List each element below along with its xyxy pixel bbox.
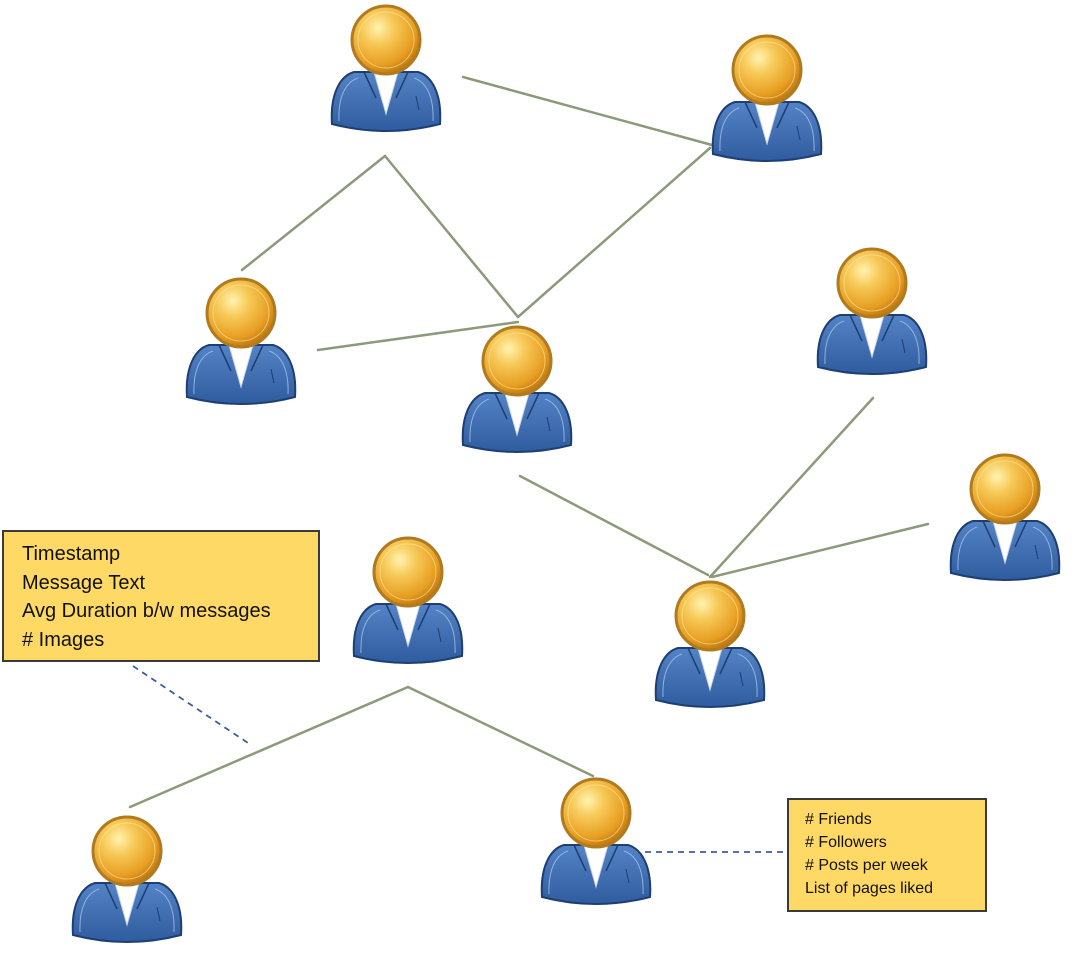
node-attribute-friends: # Friends — [805, 811, 872, 828]
edge-a-c — [240, 154, 387, 272]
edge-g-i — [128, 685, 410, 809]
person-icon — [949, 453, 1061, 582]
edge-a-b — [461, 75, 714, 147]
edge-callout-line — [132, 665, 252, 746]
person-icon — [330, 4, 442, 133]
person-icon — [352, 536, 464, 665]
person-icon — [71, 815, 183, 944]
person-icon — [816, 247, 928, 376]
edge-attribute-message-text: Message Text — [22, 571, 146, 594]
edge-b-d — [516, 146, 712, 319]
person-icon — [185, 277, 297, 406]
network-edges — [128, 75, 930, 809]
edge-attribute-avg-duration: Avg Duration b/w messages — [22, 600, 271, 622]
node-attribute-pages-liked: List of pages liked — [805, 880, 934, 897]
node-attributes-note: # Friends # Followers # Posts per week L… — [787, 798, 987, 912]
edge-c-d — [316, 320, 520, 352]
edge-attribute-images: # Images — [22, 628, 105, 651]
edge-f-h — [710, 522, 930, 579]
person-icon — [461, 325, 573, 454]
node-attribute-followers: # Followers — [805, 834, 887, 851]
person-icon — [654, 580, 766, 709]
node-attribute-posts-per-week: # Posts per week — [805, 857, 928, 874]
edge-a-d — [383, 154, 520, 319]
callout-lines — [132, 665, 787, 853]
edge-e-h — [708, 396, 875, 579]
person-icon — [711, 34, 823, 163]
edge-attribute-timestamp: Timestamp — [22, 543, 121, 565]
person-icon — [540, 777, 652, 906]
edge-g-j — [406, 685, 595, 778]
edge-attributes-note: Timestamp Message Text Avg Duration b/w … — [2, 530, 320, 662]
edge-d-h — [518, 474, 710, 577]
